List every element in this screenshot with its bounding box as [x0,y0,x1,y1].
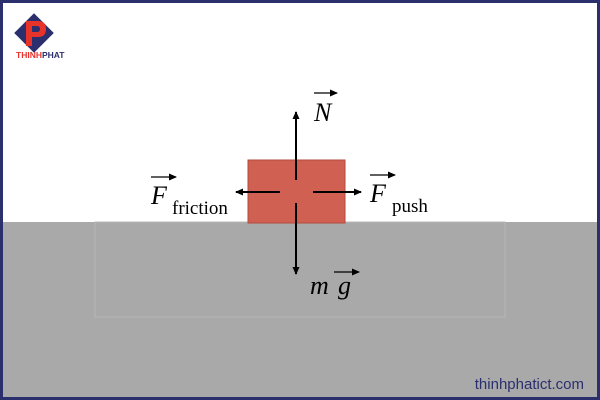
friction-force-label: F friction [150,173,228,219]
ground-surface [0,222,600,400]
logo-wordmark: THINHPHAT [16,50,65,60]
friction-force-symbol: F [150,181,168,210]
normal-force-symbol: N [313,98,333,127]
weight-force-label: m g [310,268,360,300]
weight-mass-symbol: m [310,271,329,300]
watermark: thinhphatict.com [475,376,584,393]
push-force-symbol: F [369,179,387,208]
friction-force-subscript: friction [172,198,228,219]
logo: P THINHPHAT [14,13,65,60]
logo-p-icon [26,21,46,46]
push-force-subscript: push [392,196,428,217]
normal-force-label: N [313,89,338,127]
weight-gravity-symbol: g [338,271,351,300]
push-force-label: F push [369,171,428,217]
